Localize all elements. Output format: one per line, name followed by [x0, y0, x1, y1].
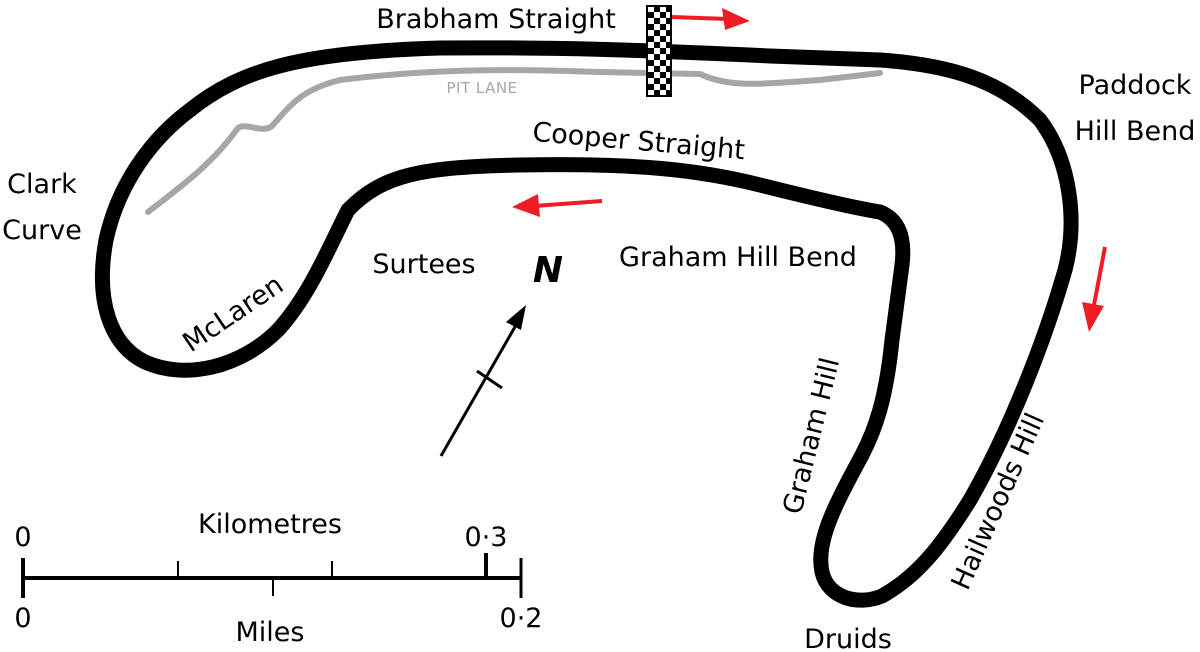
pit-lane-path — [145, 67, 883, 215]
label-clark-curve-line2: Curve — [2, 215, 82, 246]
direction-arrow-brabham — [671, 8, 750, 30]
direction-arrow-paddock — [1082, 246, 1107, 332]
label-paddock-hill-bend-line2: Hill Bend — [1075, 116, 1196, 147]
scale-bar — [21, 553, 523, 598]
scale-miles-end: 0·2 — [500, 603, 543, 634]
label-surtees: Surtees — [372, 249, 475, 280]
scale-km-end: 0·3 — [465, 522, 508, 553]
label-brabham-straight: Brabham Straight — [376, 4, 616, 35]
label-druids: Druids — [804, 624, 892, 652]
label-paddock-hill-bend-line1: Paddock — [1079, 70, 1192, 101]
start-finish-line — [646, 5, 672, 97]
label-clark-curve-line1: Clark — [7, 169, 77, 200]
pit-lane-label: PIT LANE — [446, 79, 517, 97]
scale-miles-label: Miles — [236, 617, 305, 648]
north-label: N — [533, 250, 563, 291]
scale-km-label: Kilometres — [198, 509, 342, 540]
north-arrow — [439, 305, 526, 457]
scale-km-zero: 0 — [14, 522, 31, 553]
label-graham-hill-bend: Graham Hill Bend — [619, 242, 857, 273]
track-path — [94, 40, 1079, 608]
direction-arrow-cooper — [512, 194, 603, 217]
scale-miles-zero: 0 — [14, 603, 31, 634]
